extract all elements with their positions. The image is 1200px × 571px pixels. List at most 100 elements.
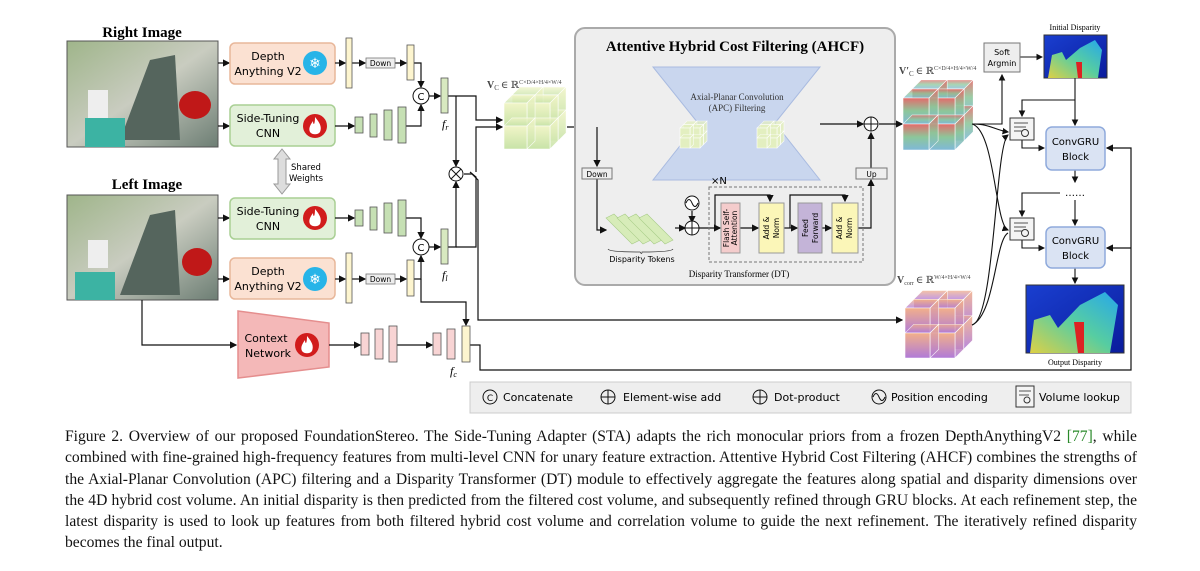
legend-item-dot-product: Dot-product (752, 389, 840, 405)
svg-text:Block: Block (1062, 251, 1089, 262)
svg-text:Block: Block (1062, 152, 1089, 163)
right-image-title: Right Image (102, 25, 182, 41)
f-r-label: fr (442, 117, 449, 132)
vc-label: VC∈ ℝC×D/4×H/4×W/4 (487, 80, 562, 92)
svg-text:Down: Down (370, 59, 391, 68)
svg-text:(APC) Filtering: (APC) Filtering (709, 103, 766, 113)
caption-text: Figure 2. Overview of our proposed Found… (65, 428, 1067, 445)
correlation-volume (904, 289, 974, 359)
left-image-photo (66, 194, 219, 301)
svg-text:Depth: Depth (251, 50, 285, 63)
svg-text:ConvGRU: ConvGRU (1052, 236, 1099, 247)
cube-face (902, 123, 930, 151)
svg-text:Norm: Norm (772, 218, 781, 238)
svg-text:CNN: CNN (256, 220, 280, 233)
svg-text:ConvGRU: ConvGRU (1052, 137, 1099, 148)
refinement-connectors (971, 53, 1079, 326)
svg-text:Volume lookup: Volume lookup (1039, 391, 1120, 404)
dt-label: Disparity Transformer (DT) (689, 269, 790, 279)
down-box (581, 167, 613, 180)
svg-text:Shared: Shared (291, 163, 321, 173)
left-image-title: Left Image (112, 177, 183, 193)
svg-text:C: C (418, 92, 425, 103)
svg-text:Element-wise add: Element-wise add (623, 391, 721, 404)
convgru-block-2: ConvGRU Block (1045, 226, 1106, 269)
cube-face (503, 125, 528, 150)
cube-face (904, 332, 931, 359)
position-encoding-node (684, 195, 700, 211)
svg-text:Add &: Add & (835, 216, 844, 239)
svg-text:Soft: Soft (994, 48, 1010, 57)
ahcf-title: Attentive Hybrid Cost Filtering (AHCF) (606, 39, 864, 55)
figure-caption: Figure 2. Overview of our proposed Found… (65, 426, 1137, 554)
f-l-label: fl (442, 268, 448, 283)
down-box (365, 57, 396, 69)
svg-text:C: C (418, 243, 425, 254)
svg-text:❄: ❄ (309, 272, 321, 288)
depth-anything-right: Depth Anything V2 ❄ (229, 42, 336, 85)
svg-text:❄: ❄ (309, 56, 321, 72)
soft-argmin-box: Soft Argmin (983, 42, 1021, 73)
svg-text:Add &: Add & (762, 216, 771, 239)
svg-text:Down: Down (370, 275, 391, 284)
snowflake-icon (303, 51, 327, 75)
caption-text: , while combined with fine-grained high-… (65, 428, 1137, 552)
svg-text:Weights: Weights (289, 174, 324, 184)
svg-text:Side-Tuning: Side-Tuning (237, 205, 300, 218)
output-disparity-map (1025, 284, 1125, 354)
initial-disparity-label: Initial Disparity (1050, 23, 1101, 32)
svg-text:Side-Tuning: Side-Tuning (237, 112, 300, 125)
side-tuning-cnn-right: Side-Tuning CNN (229, 104, 336, 147)
input-arrows (141, 59, 238, 349)
times-n-label: ×N (711, 176, 727, 187)
svg-text:Dot-product: Dot-product (774, 391, 840, 404)
svg-text:Attention: Attention (730, 210, 739, 245)
vc-prime-label: V′C∈ ℝC×D/4×H/4×W/4 (899, 66, 976, 78)
svg-text:Depth: Depth (251, 265, 285, 278)
citation-link[interactable]: [77] (1066, 428, 1093, 445)
legend-item-element-wise-add: Element-wise add (600, 389, 721, 405)
up-box (855, 167, 888, 180)
output-disparity-label: Output Disparity (1048, 358, 1102, 367)
ahcf-module: Attentive Hybrid Cost Filtering (AHCF) A… (574, 27, 904, 286)
architecture-diagram: Right Image Left Image Depth Anything V2… (66, 23, 1132, 414)
svg-text:Anything V2: Anything V2 (234, 65, 301, 78)
svg-text:Norm: Norm (845, 218, 854, 238)
legend-item-position-encoding: Position encoding (871, 389, 988, 405)
context-network: Context Network (237, 310, 330, 379)
svg-text:Context: Context (244, 332, 288, 345)
dot-product-node (448, 166, 464, 182)
disparity-tokens: Disparity Tokens (605, 213, 675, 264)
filtered-cost-volume (902, 79, 974, 151)
down-box (365, 273, 396, 285)
svg-text:Network: Network (245, 347, 292, 360)
cube-face (756, 137, 768, 149)
svg-text:Disparity Tokens: Disparity Tokens (609, 255, 674, 264)
vcorr-label: Vcorr∈ ℝW/4×H/4×W/4 (897, 275, 971, 287)
svg-text:Down: Down (586, 170, 607, 179)
add-norm-block-1: Add &Norm (758, 202, 785, 254)
convgru-block-1: ConvGRU Block (1045, 126, 1106, 171)
concat-right: C (412, 87, 430, 105)
svg-text:Concatenate: Concatenate (503, 391, 573, 404)
add-node-main (863, 116, 879, 132)
flash-self-attention-block: Flash Self-Attention (720, 202, 741, 254)
f-c-label: fc (450, 364, 457, 379)
svg-text:Forward: Forward (811, 213, 820, 243)
svg-text:Argmin: Argmin (988, 59, 1017, 68)
volume-lookup-icon (1009, 117, 1035, 141)
snowflake-icon (303, 267, 327, 291)
cube-face (679, 137, 691, 149)
cost-volume-vc (503, 86, 567, 150)
svg-text:Position encoding: Position encoding (891, 391, 988, 404)
volume-lookup-icon (1009, 217, 1035, 241)
add-norm-block-2: Add &Norm (831, 202, 859, 254)
iteration-dots: …… (1065, 188, 1085, 199)
right-image-photo (66, 40, 219, 148)
svg-text:Axial-Planar Convolution: Axial-Planar Convolution (690, 92, 784, 102)
shared-weights-arrow: Shared Weights (272, 148, 324, 195)
feature-maps: Down Down (329, 37, 1132, 371)
